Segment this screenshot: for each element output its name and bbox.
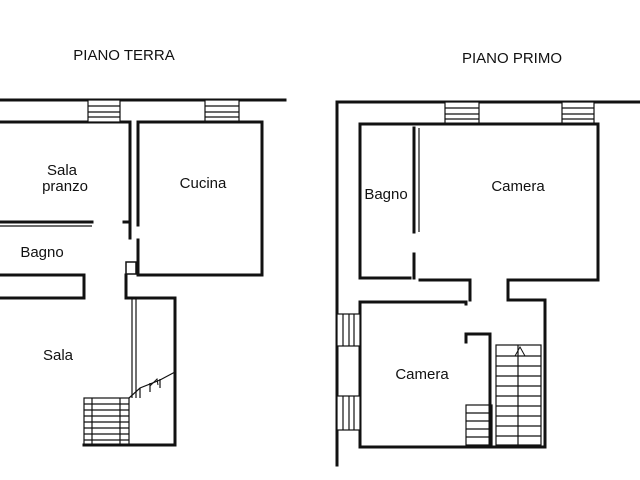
room-label-sala-pranzo: Sala	[47, 162, 78, 179]
room-label-bagno-ground: Bagno	[20, 244, 63, 261]
first-floor-plan: PIANO PRIMO	[335, 50, 640, 467]
first-lower-camera-outline	[358, 300, 468, 449]
first-stair-landing	[465, 404, 493, 446]
first-window-side-bottom	[336, 395, 361, 431]
ground-column	[125, 261, 137, 275]
first-bathroom-left-wall	[358, 122, 412, 280]
ground-window-left	[87, 99, 121, 123]
ground-window-right	[204, 99, 240, 123]
first-upper-rooms-walls	[358, 122, 600, 302]
first-lower-camera-right	[464, 332, 492, 449]
first-lower-camera-walls	[358, 300, 468, 306]
room-label-sala-pranzo-line2: pranzo	[42, 178, 88, 195]
first-stair-enclosure	[488, 298, 547, 449]
first-window-side-top	[336, 313, 361, 347]
ground-floor-title: PIANO TERRA	[73, 47, 174, 64]
first-window-right	[561, 101, 595, 125]
first-staircase	[495, 344, 542, 446]
first-floor-title: PIANO PRIMO	[462, 50, 562, 67]
first-window-left	[444, 101, 480, 125]
room-label-camera-lower: Camera	[395, 366, 449, 383]
room-label-sala: Sala	[43, 347, 74, 364]
ground-corridor-wall	[82, 273, 177, 447]
ground-staircase	[83, 371, 176, 446]
ground-kitchen-walls	[136, 120, 264, 277]
room-label-cucina: Cucina	[180, 175, 227, 192]
ground-dining-door-jamb	[122, 220, 132, 240]
first-camera-bottom-wall	[418, 278, 472, 302]
ground-bathroom-bottom-wall	[0, 273, 86, 300]
ground-floor-plan: PIANO TERRA	[0, 47, 287, 447]
room-label-bagno-first: Bagno	[364, 186, 407, 203]
room-label-camera-upper: Camera	[491, 178, 545, 195]
